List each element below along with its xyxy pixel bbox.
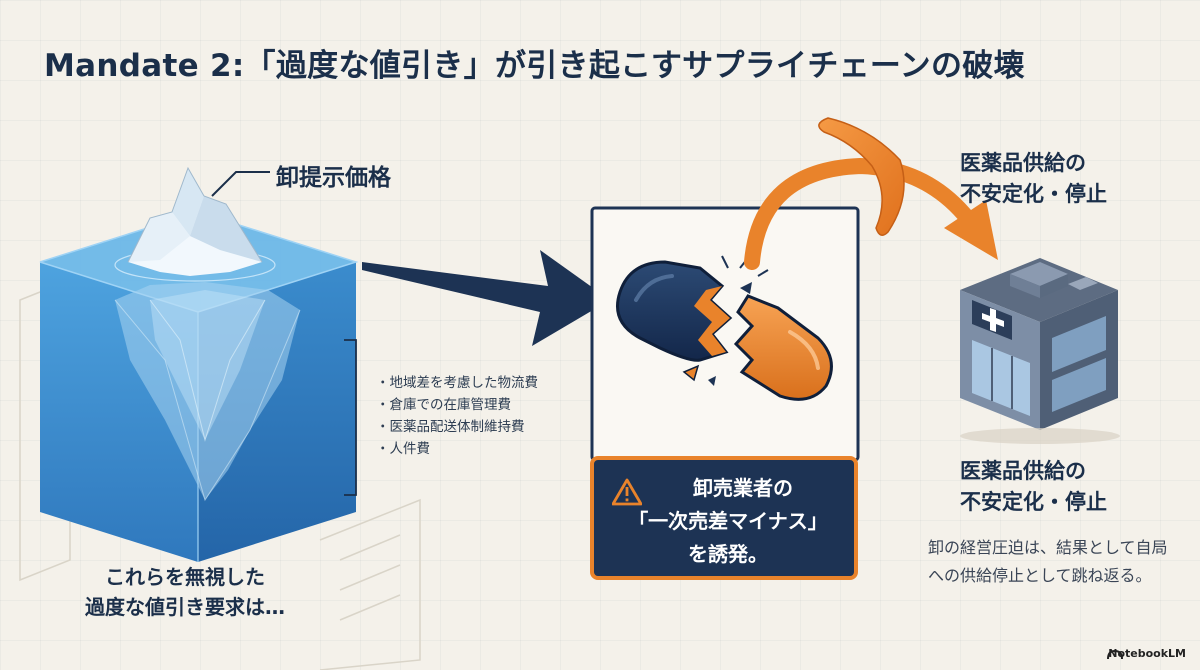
supply-top-line2: 不安定化・停止 — [960, 182, 1107, 206]
warning-text: 卸売業者の 「一次売差マイナス」 を誘発。 — [608, 472, 848, 571]
hidden-cost-item: 医薬品配送体制維持費 — [376, 416, 538, 438]
page-title: Mandate 2:「過度な値引き」が引き起こすサプライチェーンの破壊 — [44, 48, 1025, 84]
notebooklm-logo — [1107, 649, 1123, 660]
supply-heading-top: 医薬品供給の 不安定化・停止 — [960, 148, 1107, 210]
hidden-cost-item: 人件費 — [376, 438, 538, 460]
iceberg-tip-label: 卸提示価格 — [276, 165, 391, 191]
pharmacy-building-illustration — [960, 258, 1120, 444]
warning-line2: 「一次売差マイナス」 — [628, 509, 828, 533]
hidden-cost-item: 倉庫での在庫管理費 — [376, 394, 538, 416]
supply-description: 卸の経営圧迫は、結果として自局への供給停止として跳ね返る。 — [928, 538, 1168, 585]
iceberg-caption-line2: 過度な値引き要求は… — [85, 595, 285, 619]
supply-bottom-line2: 不安定化・停止 — [960, 490, 1107, 514]
warning-triangle-icon — [612, 478, 642, 506]
hidden-cost-item: 地域差を考慮した物流費 — [376, 372, 539, 394]
hidden-costs-list: 地域差を考慮した物流費 倉庫での在庫管理費 医薬品配送体制維持費 人件費 — [376, 372, 539, 460]
brand-label: NotebookLM — [1108, 647, 1186, 660]
warning-line1: 卸売業者の — [693, 476, 793, 500]
warning-line3: を誘発。 — [688, 542, 768, 566]
tip-leader-line — [211, 171, 270, 197]
warning-box: 卸売業者の 「一次売差マイナス」 を誘発。 — [590, 456, 858, 580]
iceberg-illustration — [39, 166, 359, 562]
broken-capsule-illustration — [616, 255, 833, 401]
iceberg-caption: これらを無視した 過度な値引き要求は… — [30, 562, 340, 622]
curved-arrow-head — [944, 200, 998, 260]
navy-arrow — [362, 250, 610, 346]
hidden-cost-bracket — [344, 339, 357, 496]
iceberg-caption-line1: これらを無視した — [105, 565, 265, 589]
supply-heading-bottom: 医薬品供給の 不安定化・停止 — [960, 456, 1107, 518]
boomerang-illustration — [818, 117, 905, 236]
supply-bottom-line1: 医薬品供給の — [960, 459, 1086, 483]
supply-top-line1: 医薬品供給の — [960, 151, 1086, 175]
curved-arrow — [744, 157, 980, 270]
